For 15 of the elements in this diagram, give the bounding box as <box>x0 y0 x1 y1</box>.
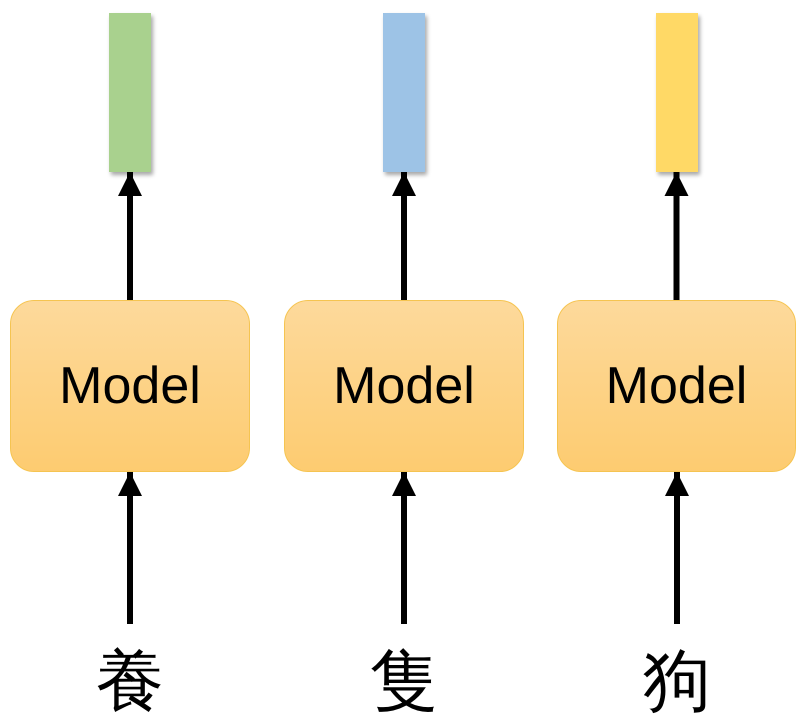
input-character: 狗 <box>641 646 713 718</box>
arrow <box>118 172 142 300</box>
model-box: Model <box>557 300 796 472</box>
arrow <box>392 172 416 300</box>
vector-bar <box>383 13 425 172</box>
arrow <box>392 472 416 624</box>
model-box: Model <box>10 300 250 472</box>
arrow <box>118 472 142 624</box>
vector-bar <box>109 13 151 172</box>
vector-bar <box>656 13 698 172</box>
arrow <box>665 472 689 624</box>
input-character: 隻 <box>368 646 440 718</box>
input-character: 養 <box>94 646 166 718</box>
model-box: Model <box>284 300 524 472</box>
arrow <box>664 172 688 300</box>
